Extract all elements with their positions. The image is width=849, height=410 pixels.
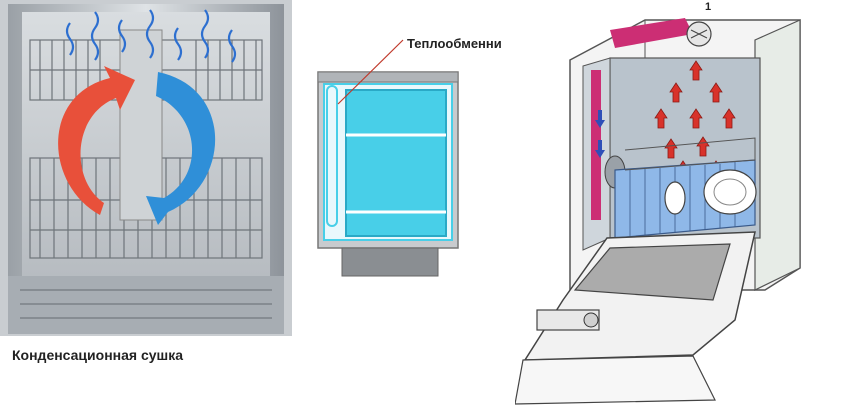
heat-exchanger-tube <box>326 85 338 227</box>
pointer-line <box>337 39 404 105</box>
plate-icon <box>703 169 757 215</box>
callout-number: 1 <box>705 1 712 13</box>
hot-air-arrow-icon <box>58 66 135 215</box>
heat-exchanger-top <box>610 18 693 48</box>
heat-exchanger-duct <box>591 70 601 220</box>
vapor-icon <box>65 9 237 63</box>
cold-air-arrow-icon <box>146 72 216 225</box>
tub-glass <box>345 89 447 237</box>
dishwasher-cutaway <box>515 0 849 410</box>
condensation-drying-caption: Конденсационная сушка <box>12 347 183 363</box>
heat-exchanger-label: Теплообменни <box>407 36 502 51</box>
dial-icon <box>583 312 599 328</box>
heat-exchanger-schematic <box>300 0 540 300</box>
dishwasher-photo <box>0 0 292 336</box>
